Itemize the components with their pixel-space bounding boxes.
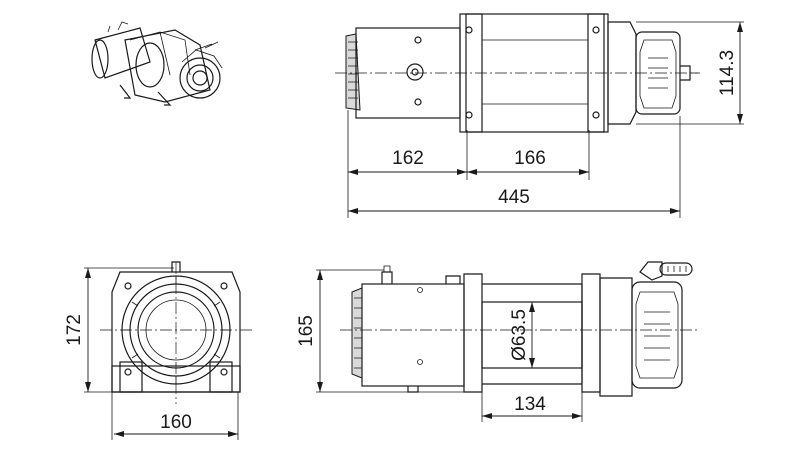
dimension-166: 166	[467, 148, 589, 175]
dimension-172-label: 172	[64, 314, 85, 346]
dimension-165: 165	[296, 270, 323, 392]
dimension-162: 162	[348, 148, 467, 175]
dimension-162-label: 162	[392, 148, 424, 169]
dimension-166-label: 166	[514, 148, 546, 169]
dimension-445: 445	[348, 187, 680, 214]
dimension-63-5-label: Ø63.5	[509, 309, 530, 361]
dimension-160-label: 160	[160, 412, 192, 433]
dimension-134-label: 134	[514, 394, 546, 415]
dimension-172: 172	[64, 268, 91, 392]
dimension-445-label: 445	[498, 187, 530, 208]
end-view	[84, 261, 252, 440]
dimension-63-5: Ø63.5	[509, 302, 535, 368]
dimension-114-3-label: 114.3	[717, 50, 738, 96]
dimension-134: 134	[482, 394, 582, 419]
dimension-114-3: 114.3	[717, 22, 743, 124]
isometric-view	[91, 21, 223, 106]
dimension-160: 160	[114, 412, 238, 437]
dimension-165-label: 165	[296, 315, 317, 347]
top-view	[335, 13, 744, 218]
front-view	[316, 261, 700, 422]
